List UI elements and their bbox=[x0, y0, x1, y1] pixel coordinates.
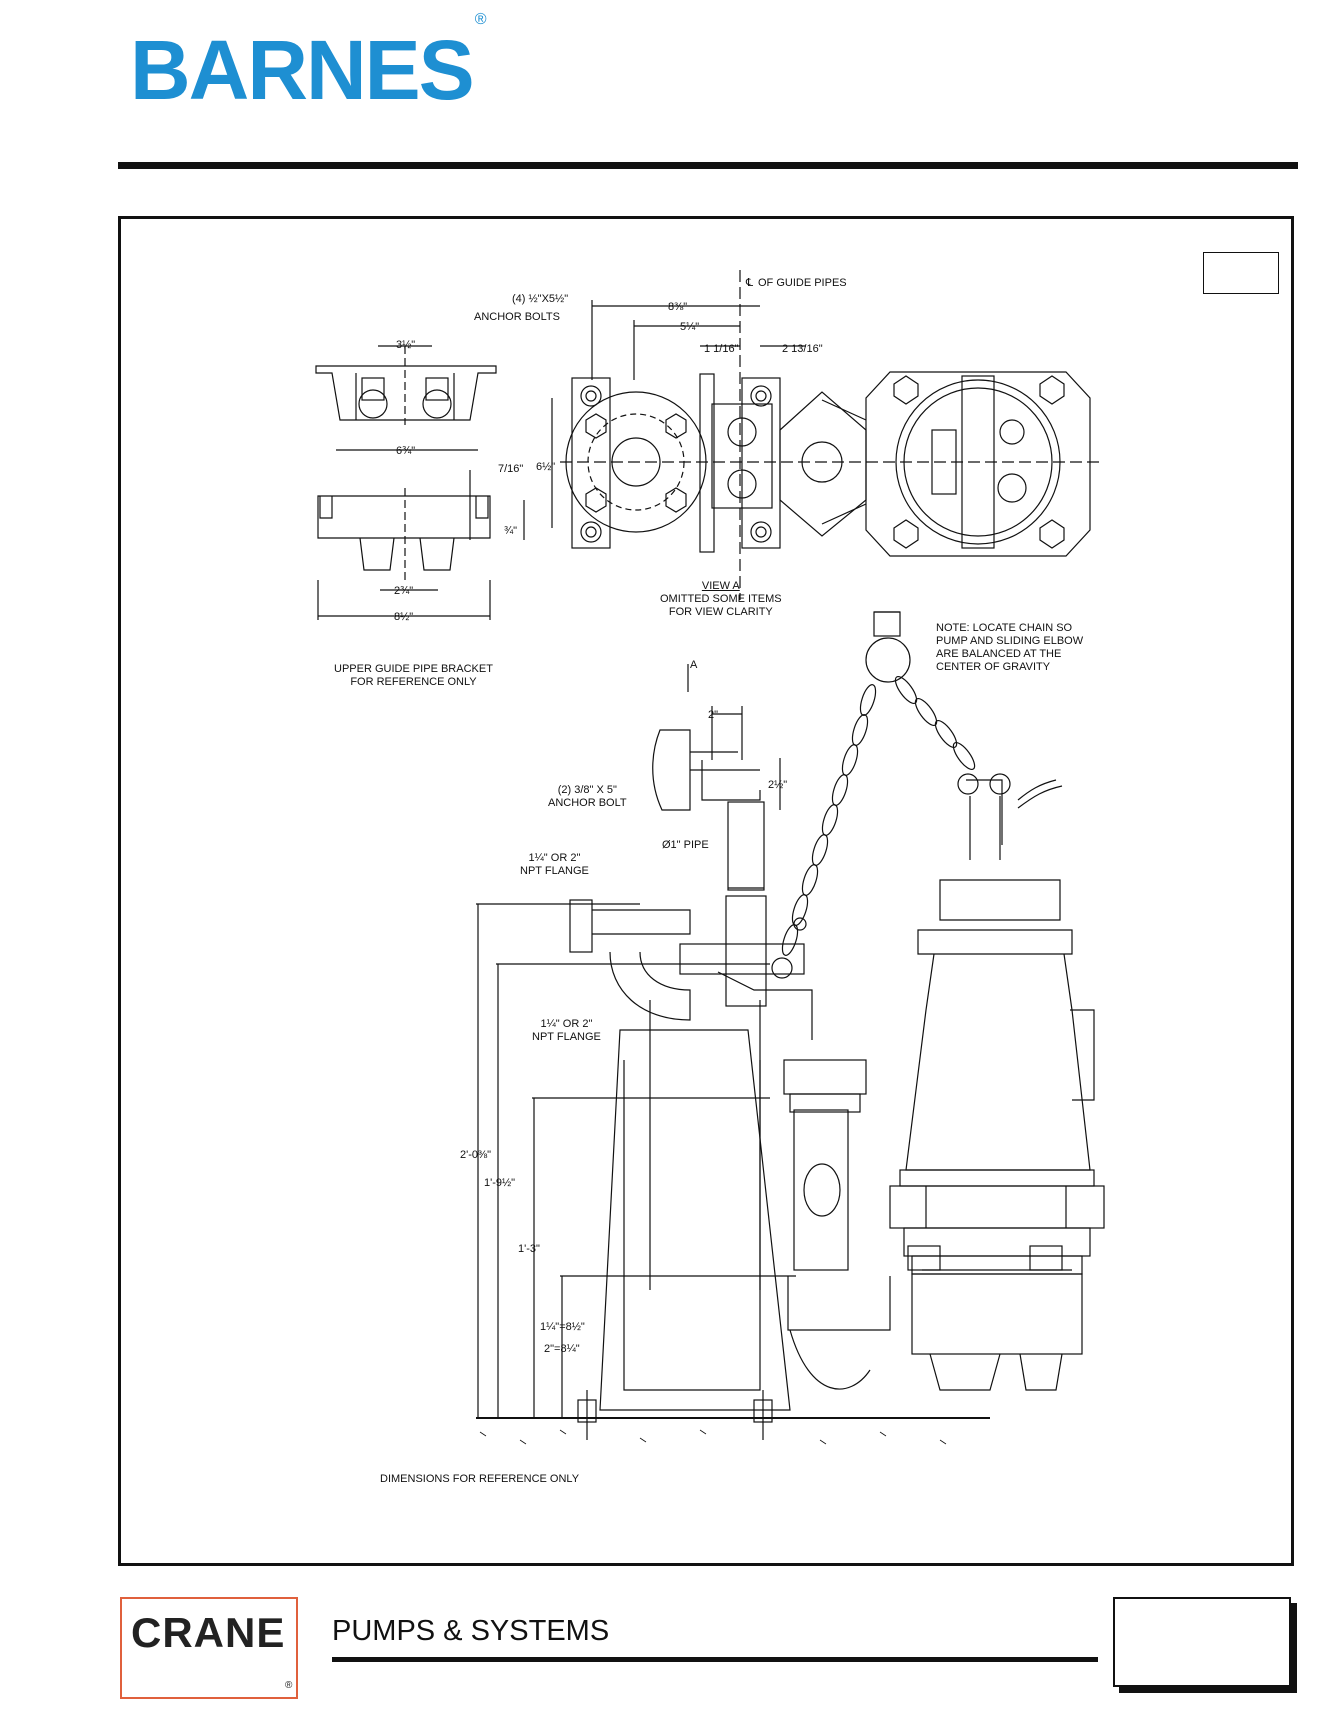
flange-callout-2-size: 1¼" OR 2" bbox=[540, 1018, 593, 1030]
flange-callout-2-label: NPT FLANGE bbox=[532, 1031, 601, 1043]
centerline-text: OF GUIDE PIPES bbox=[758, 277, 847, 289]
anchor-bolt-spec: (4) ½"X5½" bbox=[512, 293, 568, 305]
chain-note: NOTE: LOCATE CHAIN SO PUMP AND SLIDING E… bbox=[936, 622, 1083, 674]
chain-links-right bbox=[894, 675, 976, 771]
footer-note: DIMENSIONS FOR REFERENCE ONLY bbox=[380, 1473, 580, 1485]
view-a-plan bbox=[551, 270, 1100, 600]
ground-hatch bbox=[479, 1429, 947, 1445]
view-a-note-1: OMITTED SOME ITEMS bbox=[660, 593, 782, 605]
chain-note-2: PUMP AND SLIDING ELBOW bbox=[936, 635, 1084, 647]
dim-1-3: 1'-3" bbox=[518, 1243, 540, 1255]
crane-registered: ® bbox=[285, 1680, 293, 1691]
bracket-side-view bbox=[317, 449, 525, 620]
dim-8-3-8: 8⅜" bbox=[668, 301, 687, 313]
drawing-number-box bbox=[1203, 252, 1279, 294]
dim-8-1-2: 8½" bbox=[394, 611, 413, 623]
lifting-chain bbox=[771, 611, 976, 979]
centerline-symbol: ℄ bbox=[745, 277, 753, 289]
bracket-caption-1: UPPER GUIDE PIPE BRACKET bbox=[334, 663, 493, 675]
barnes-logo: BARNES® bbox=[130, 11, 486, 117]
footer-rule bbox=[332, 1657, 1098, 1662]
dimension-labels: OF GUIDE PIPES ℄ (4) ½"X5½" ANCHOR BOLTS… bbox=[394, 277, 847, 1355]
dim-small-1: 1¼"=8½" bbox=[540, 1321, 585, 1333]
flange-callout-1-label: NPT FLANGE bbox=[520, 865, 589, 877]
dim-1-1-16: 1 1/16" bbox=[704, 343, 739, 355]
bracket-caption: UPPER GUIDE PIPE BRACKET FOR REFERENCE O… bbox=[334, 663, 493, 689]
elevation-view bbox=[476, 664, 990, 1440]
bracket-top-view bbox=[315, 345, 497, 425]
crane-logo-box bbox=[120, 1597, 298, 1699]
chain-note-3: ARE BALANCED AT THE bbox=[936, 648, 1062, 660]
pumps-systems-tagline: PUMPS & SYSTEMS bbox=[332, 1615, 610, 1647]
chain-note-4: CENTER OF GRAVITY bbox=[936, 661, 1051, 673]
pipe-label: Ø1" PIPE bbox=[662, 839, 709, 851]
anchor-bolt-callout-label: ANCHOR BOLT bbox=[548, 797, 627, 809]
view-a-note-2: FOR VIEW CLARITY bbox=[668, 606, 773, 618]
drawing-frame bbox=[118, 216, 1294, 1566]
view-arrow-label: A bbox=[690, 659, 698, 671]
anchor-bolt-label: ANCHOR BOLTS bbox=[474, 311, 560, 323]
page-number-box bbox=[1113, 1597, 1291, 1687]
flange-callout-1: 1¼" OR 2" NPT FLANGE bbox=[520, 852, 589, 878]
pump-plan-view bbox=[821, 371, 1091, 557]
flange-callout-2: 1¼" OR 2" NPT FLANGE bbox=[532, 1018, 601, 1044]
crane-logo: CRANE bbox=[131, 1609, 286, 1656]
view-a-title: VIEW A bbox=[701, 580, 740, 592]
dim-2-13-16: 2 13/16" bbox=[782, 343, 823, 355]
view-a-block: VIEW A OMITTED SOME ITEMS FOR VIEW CLARI… bbox=[660, 580, 782, 619]
dim-6-3-4: 6¾" bbox=[396, 445, 415, 457]
dim-5-1-4: 5¼" bbox=[680, 321, 699, 333]
bracket-caption-2: FOR REFERENCE ONLY bbox=[350, 676, 477, 688]
dim-2-1-2: 2½" bbox=[768, 779, 787, 791]
dim-3-4: ¾" bbox=[504, 525, 517, 537]
header-rule bbox=[118, 162, 1298, 169]
anchor-bolt-callout: (2) 3/8" X 5" ANCHOR BOLT bbox=[548, 784, 627, 810]
dim-2-0-3-8: 2'-0⅜" bbox=[460, 1149, 491, 1161]
dim-1-9-1-2: 1'-9½" bbox=[484, 1177, 515, 1189]
pump-body bbox=[889, 773, 1105, 1391]
flange-callout-1-size: 1¼" OR 2" bbox=[528, 852, 581, 864]
dim-6-1-2: 6½" bbox=[536, 461, 555, 473]
dim-2-3-4: 2¾" bbox=[394, 585, 413, 597]
anchor-bolt-callout-spec: (2) 3/8" X 5" bbox=[557, 784, 617, 796]
dim-3-1-2: 3½" bbox=[396, 339, 415, 351]
chain-note-1: NOTE: LOCATE CHAIN SO bbox=[936, 622, 1073, 634]
chain-links-left bbox=[781, 684, 877, 956]
dim-7-16: 7/16" bbox=[498, 463, 523, 475]
dim-2: 2" bbox=[708, 709, 718, 721]
dim-small-2: 2"=8¼" bbox=[544, 1343, 580, 1355]
